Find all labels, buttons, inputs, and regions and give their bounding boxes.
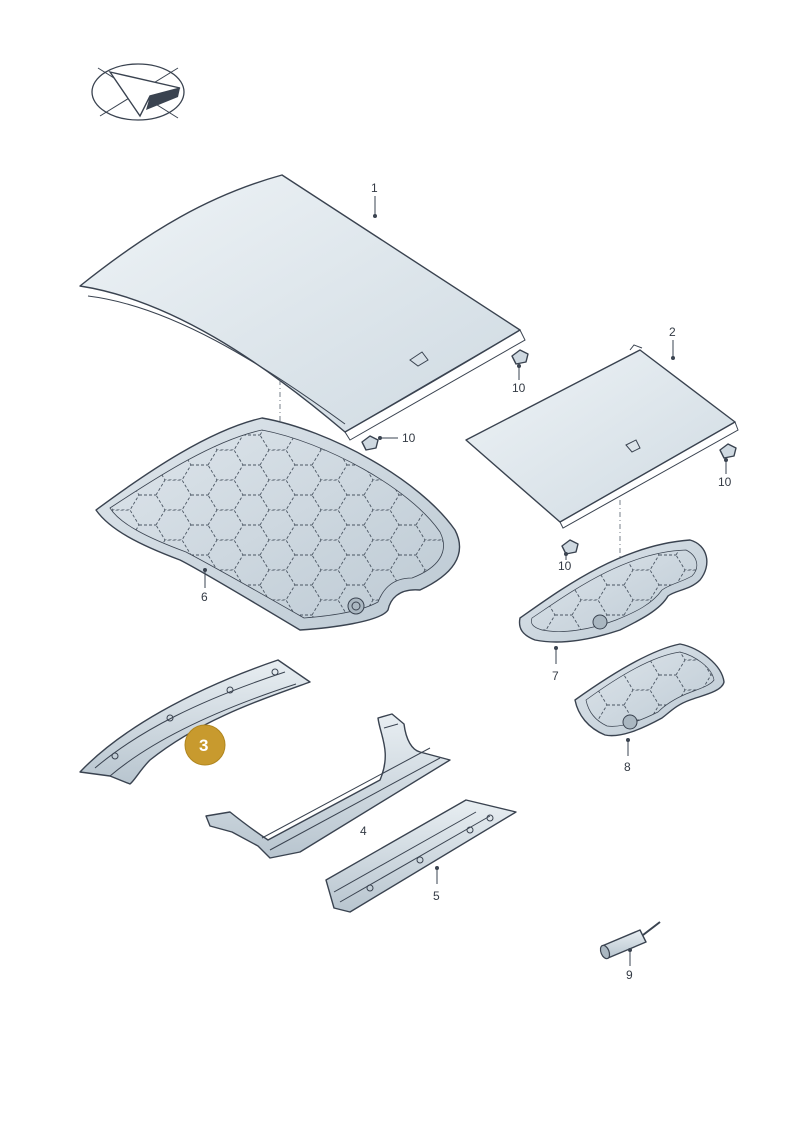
callout-1: 1 bbox=[371, 181, 378, 218]
part-3-highlight-badge[interactable]: 3 bbox=[184, 724, 226, 766]
part-8-small-liner bbox=[574, 643, 725, 737]
part-7-sunroof-liner bbox=[518, 539, 708, 643]
callout-8: 8 bbox=[624, 738, 631, 774]
callout-4: 4 bbox=[360, 824, 367, 838]
part-10-clip-b bbox=[361, 435, 379, 451]
callout-1-label: 1 bbox=[371, 181, 378, 195]
callout-7-label: 7 bbox=[552, 669, 559, 683]
callout-10d: 10 bbox=[558, 552, 572, 573]
callout-2-label: 2 bbox=[669, 325, 676, 339]
badge-3-label: 3 bbox=[199, 736, 208, 755]
callout-10d-label: 10 bbox=[558, 559, 572, 573]
part-3-front-cross-member bbox=[79, 659, 311, 785]
callout-5-label: 5 bbox=[433, 889, 440, 903]
part-2-sunroof-panel bbox=[465, 344, 739, 600]
part-6-headliner-large bbox=[95, 417, 461, 631]
callout-10a-label: 10 bbox=[512, 381, 526, 395]
part-10-clip-d bbox=[561, 539, 579, 555]
callout-6: 6 bbox=[201, 568, 208, 604]
callout-2: 2 bbox=[669, 325, 676, 360]
callout-6-label: 6 bbox=[201, 590, 208, 604]
callout-4-label: 4 bbox=[360, 824, 367, 838]
callout-10a: 10 bbox=[512, 364, 526, 395]
callout-5: 5 bbox=[433, 866, 440, 903]
part-1-roof-panel bbox=[79, 174, 526, 540]
part-10-clip-c bbox=[719, 443, 737, 459]
part-5-rear-cross-member bbox=[325, 799, 517, 913]
callout-10c: 10 bbox=[718, 458, 732, 489]
part-4-middle-cross-member bbox=[205, 713, 451, 859]
callout-10b: 10 bbox=[378, 431, 416, 445]
callout-10c-label: 10 bbox=[718, 475, 732, 489]
callout-9: 9 bbox=[626, 948, 633, 982]
part-9-adhesive-tube bbox=[599, 921, 661, 960]
callout-7: 7 bbox=[552, 646, 559, 683]
callout-8-label: 8 bbox=[624, 760, 631, 774]
callout-9-label: 9 bbox=[626, 968, 633, 982]
part-10-clip-a bbox=[511, 349, 529, 365]
callout-10b-label: 10 bbox=[402, 431, 416, 445]
logo-emblem bbox=[91, 63, 185, 121]
